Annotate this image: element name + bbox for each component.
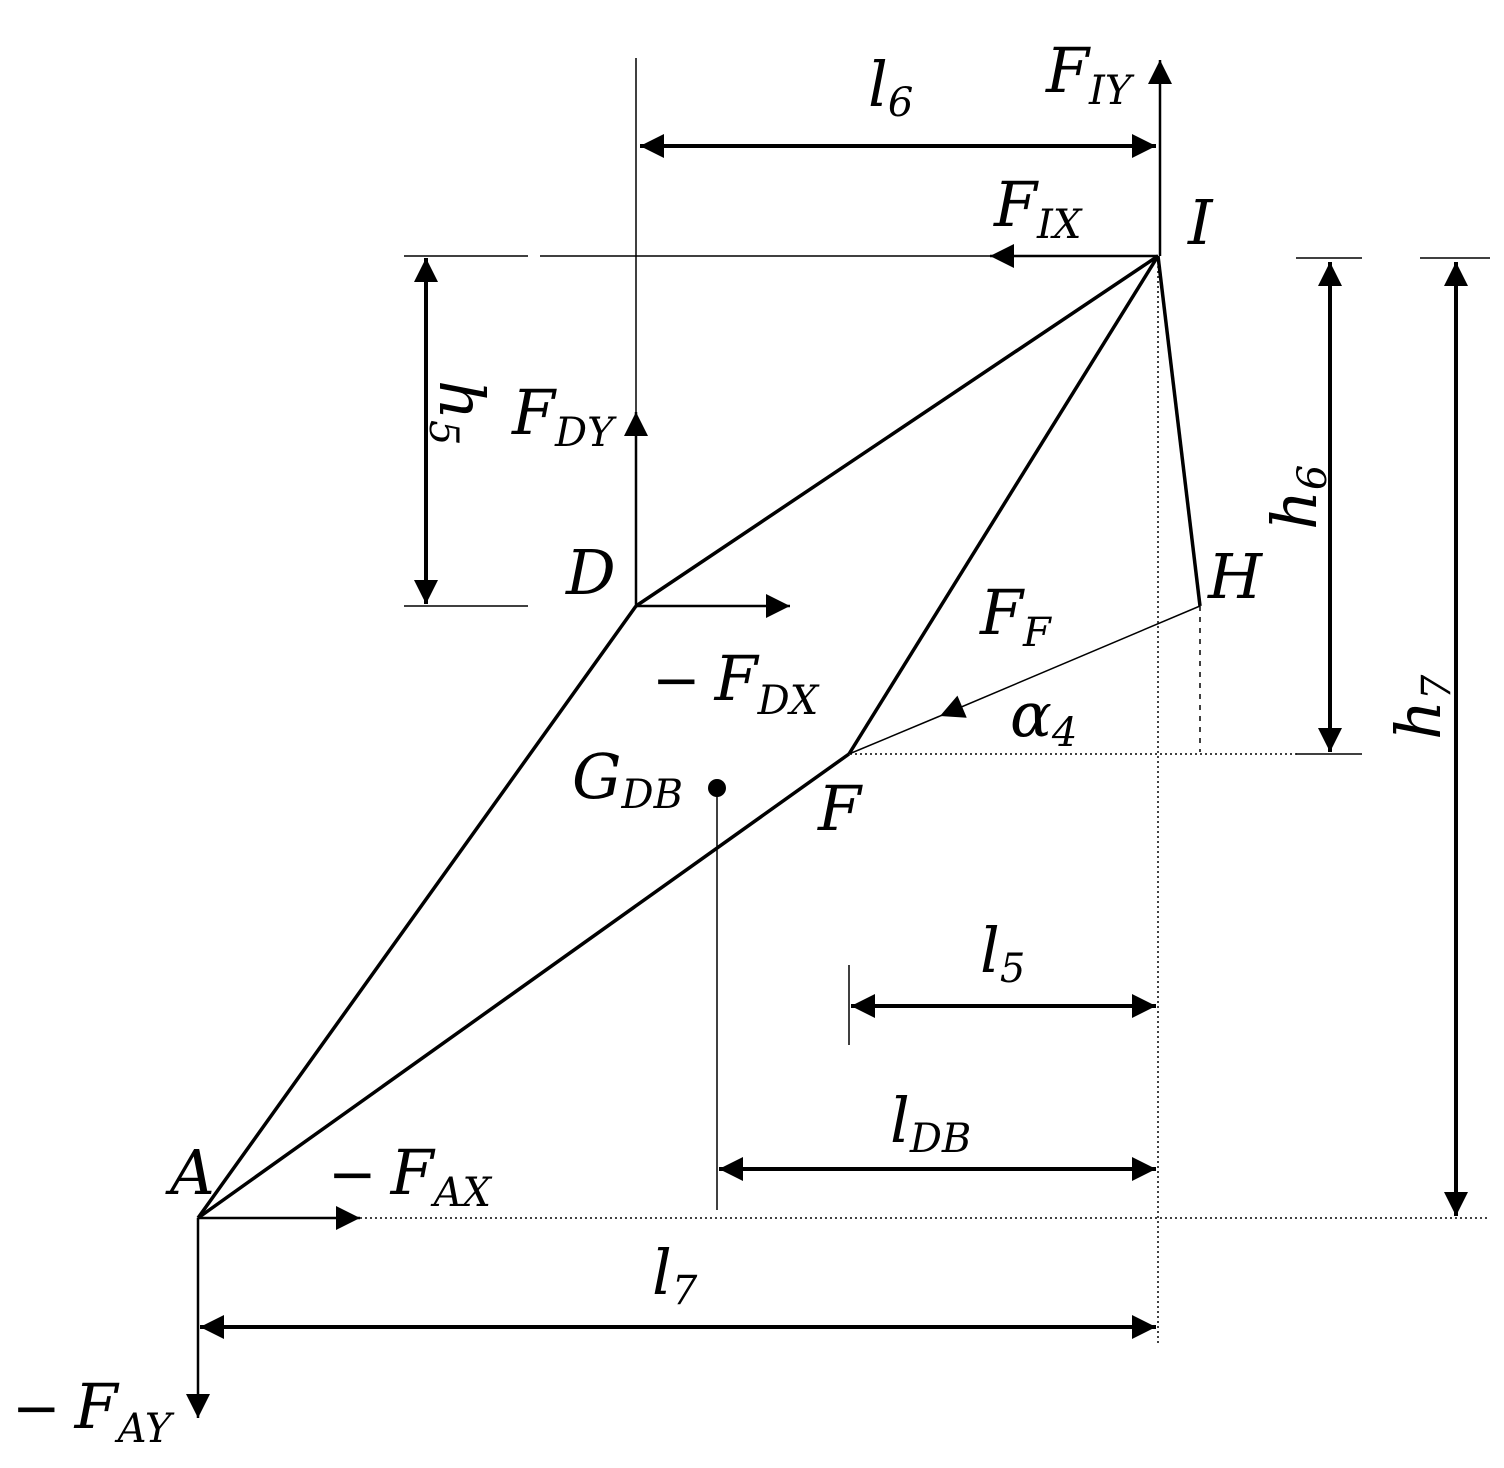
label-F-DY: FDY: [511, 376, 617, 456]
point-label-H: H: [1207, 540, 1264, 613]
label-l5: l5: [980, 914, 1025, 992]
label-h5: h5: [420, 380, 498, 445]
member-F-I: [847, 255, 1160, 755]
label-F-DX: −FDX: [652, 642, 820, 724]
label-h6: h6: [1258, 465, 1336, 530]
label-F-IX: FIX: [993, 168, 1083, 248]
member-A-F: [196, 752, 851, 1220]
label-F-F: FF: [979, 576, 1052, 656]
member-D-I: [635, 254, 1159, 608]
label-alpha-4: α4: [1010, 678, 1077, 756]
structure: [196, 254, 1202, 1220]
label-lDB: lDB: [890, 1084, 971, 1162]
point-label-D: D: [565, 536, 616, 609]
dimension-arrows: [200, 134, 1468, 1339]
label-l6: l6: [868, 48, 913, 126]
dimension-labels: l6 l5 lDB l7 h5 h6 h7: [420, 48, 1460, 1314]
force-arrows: [186, 60, 1201, 1418]
label-G-DB: GDB: [572, 740, 683, 818]
point-label-F: F: [817, 772, 863, 845]
label-F-AY: −FAY: [12, 1370, 175, 1452]
point-label-A: A: [165, 1136, 215, 1209]
point-labels: A D F H I: [165, 186, 1264, 1209]
member-I-H: [1156, 255, 1202, 607]
arrow-F-F: [939, 605, 1201, 718]
force-labels: FIY FIX FDY −FDX FF −FAX −FAY GDB α4: [12, 34, 1135, 1452]
label-F-AX: −FAX: [328, 1136, 493, 1216]
point-label-I: I: [1187, 186, 1214, 259]
member-A-D: [196, 604, 638, 1220]
label-l7: l7: [652, 1236, 698, 1314]
gravity-point-G-DB: [708, 779, 726, 797]
label-F-IY: FIY: [1045, 34, 1135, 114]
line-H-F: [848, 715, 941, 755]
label-h7: h7: [1382, 674, 1460, 740]
